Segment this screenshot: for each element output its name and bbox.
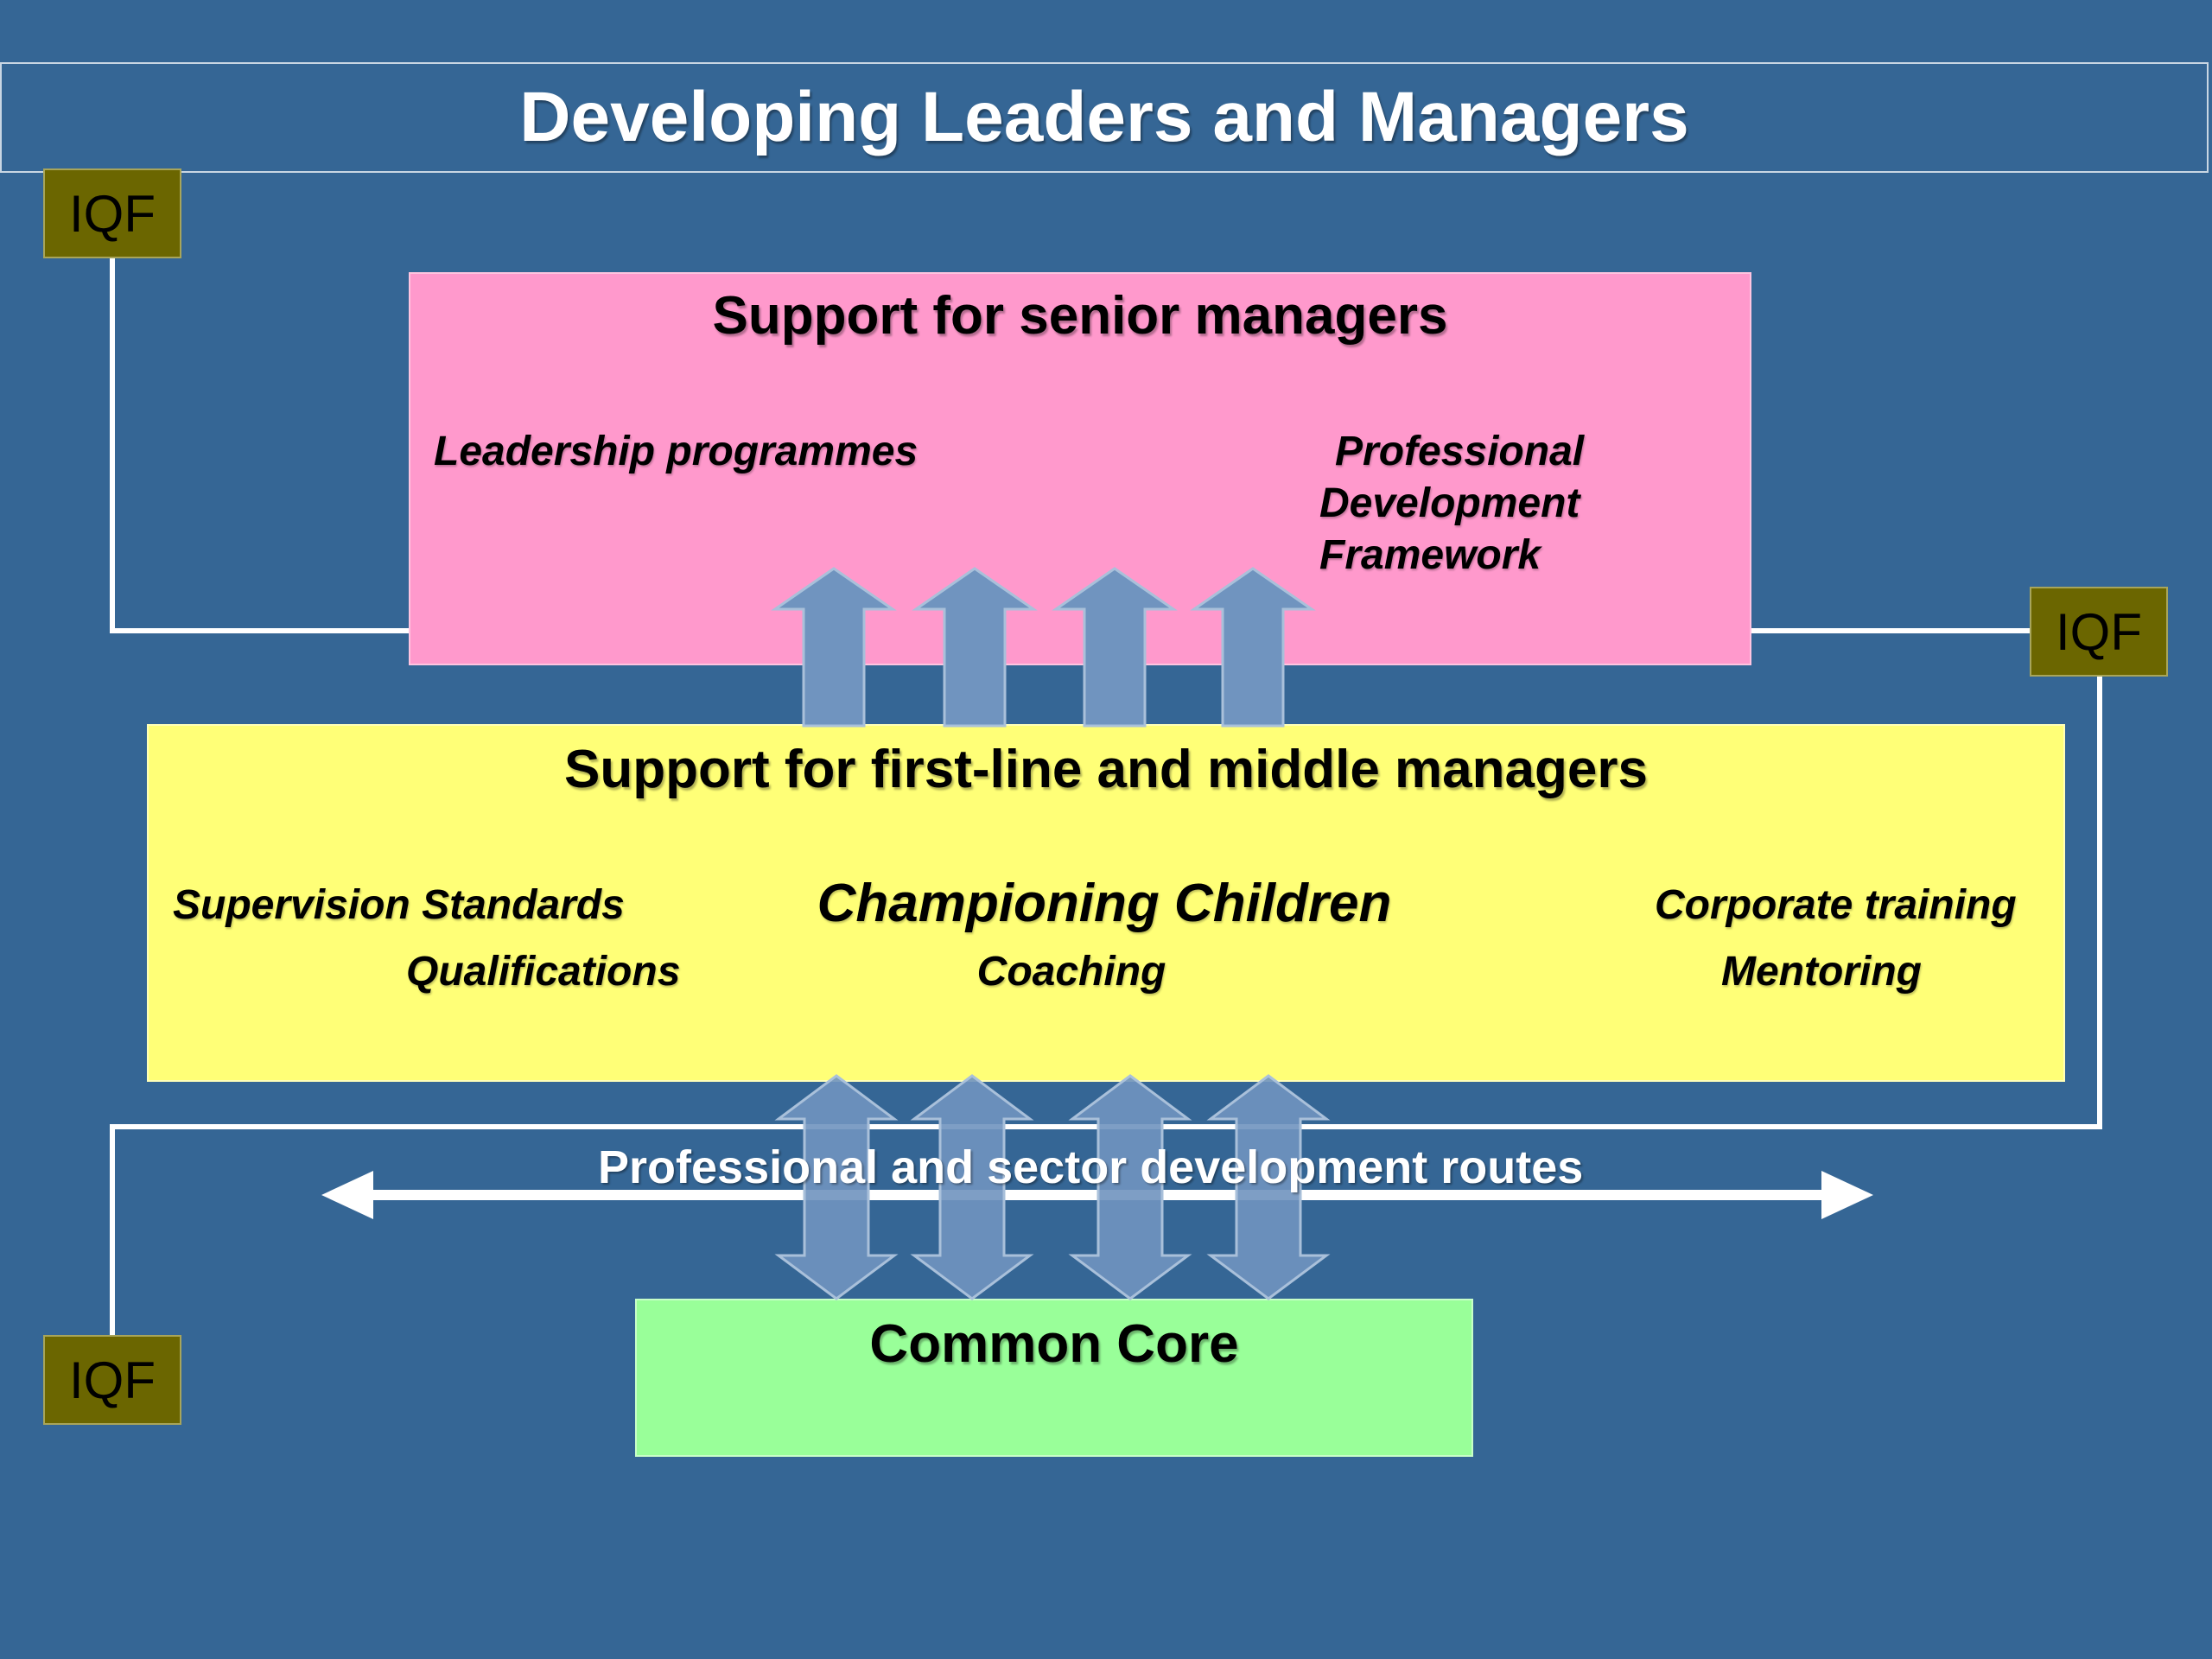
development-routes-label: Professional and sector development rout… [598, 1141, 1584, 1193]
qualifications-label: Qualifications [406, 949, 681, 995]
mentoring-label: Mentoring [1721, 949, 1922, 995]
middle-managers-heading: Support for first-line and middle manage… [564, 740, 1648, 799]
double-arrow-3 [1068, 1074, 1192, 1300]
common-core-box [635, 1299, 1473, 1457]
up-arrow-3 [1052, 567, 1178, 728]
title-bar: Developing Leaders and Managers [0, 62, 2209, 173]
double-arrow-2 [910, 1074, 1034, 1300]
coaching-label: Coaching [976, 949, 1166, 995]
championing-children-label: Championing Children [817, 874, 1392, 933]
pdf-line-3: Framework [1319, 532, 1541, 578]
page-title: Developing Leaders and Managers [519, 78, 1689, 156]
up-arrow-1 [771, 567, 897, 728]
supervision-standards-label: Supervision Standards [173, 882, 625, 928]
double-arrow-1 [774, 1074, 899, 1300]
iqf-label: IQF [69, 184, 156, 243]
iqf-label: IQF [2056, 602, 2142, 661]
routes-arrow-left-head [321, 1171, 373, 1219]
iqf-box-bottom-left: IQF [43, 1335, 181, 1425]
pdf-line-1: Professional [1335, 429, 1585, 474]
up-arrow-2 [912, 567, 1038, 728]
common-core-heading: Common Core [869, 1314, 1239, 1374]
senior-managers-heading: Support for senior managers [712, 286, 1448, 346]
routes-arrow-right-head [1821, 1171, 1873, 1219]
iqf-box-right: IQF [2030, 587, 2168, 677]
corporate-training-label: Corporate training [1655, 882, 2017, 928]
double-arrow-4 [1206, 1074, 1331, 1300]
pdf-line-2: Development [1319, 480, 1580, 526]
up-arrow-4 [1190, 567, 1316, 728]
iqf-box-top-left: IQF [43, 168, 181, 258]
leadership-programmes-label: Leadership programmes [434, 429, 918, 474]
iqf-label: IQF [69, 1351, 156, 1409]
